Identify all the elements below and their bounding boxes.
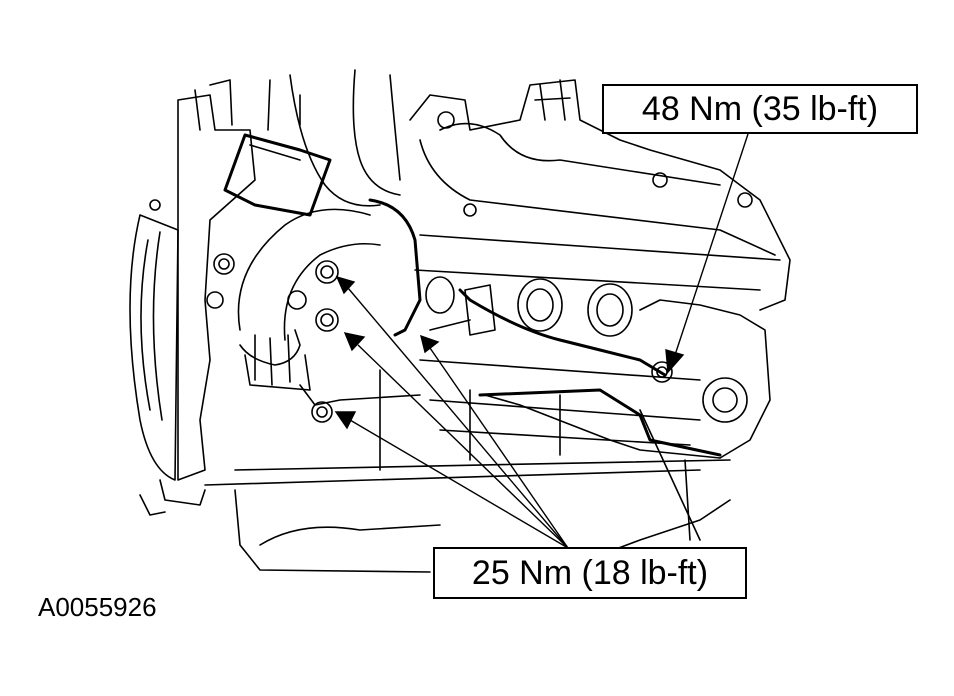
crank-pulley: [129, 214, 179, 481]
water-outlet: [368, 198, 422, 337]
torque-callout-25nm: 25 Nm (18 lb-ft): [433, 547, 747, 599]
coolant-tube: [458, 288, 722, 457]
rear-housing: [639, 299, 771, 459]
figure-id: A0055926: [38, 592, 157, 622]
outlet-bolts: [149, 199, 339, 423]
upper-hose: [267, 69, 401, 207]
lower-hose: [237, 208, 381, 391]
cylinder-head: [409, 79, 791, 311]
timing-cover: [177, 94, 256, 481]
torque-callout-48nm: 48 Nm (35 lb-ft): [602, 84, 918, 134]
filler-neck: [223, 133, 332, 217]
